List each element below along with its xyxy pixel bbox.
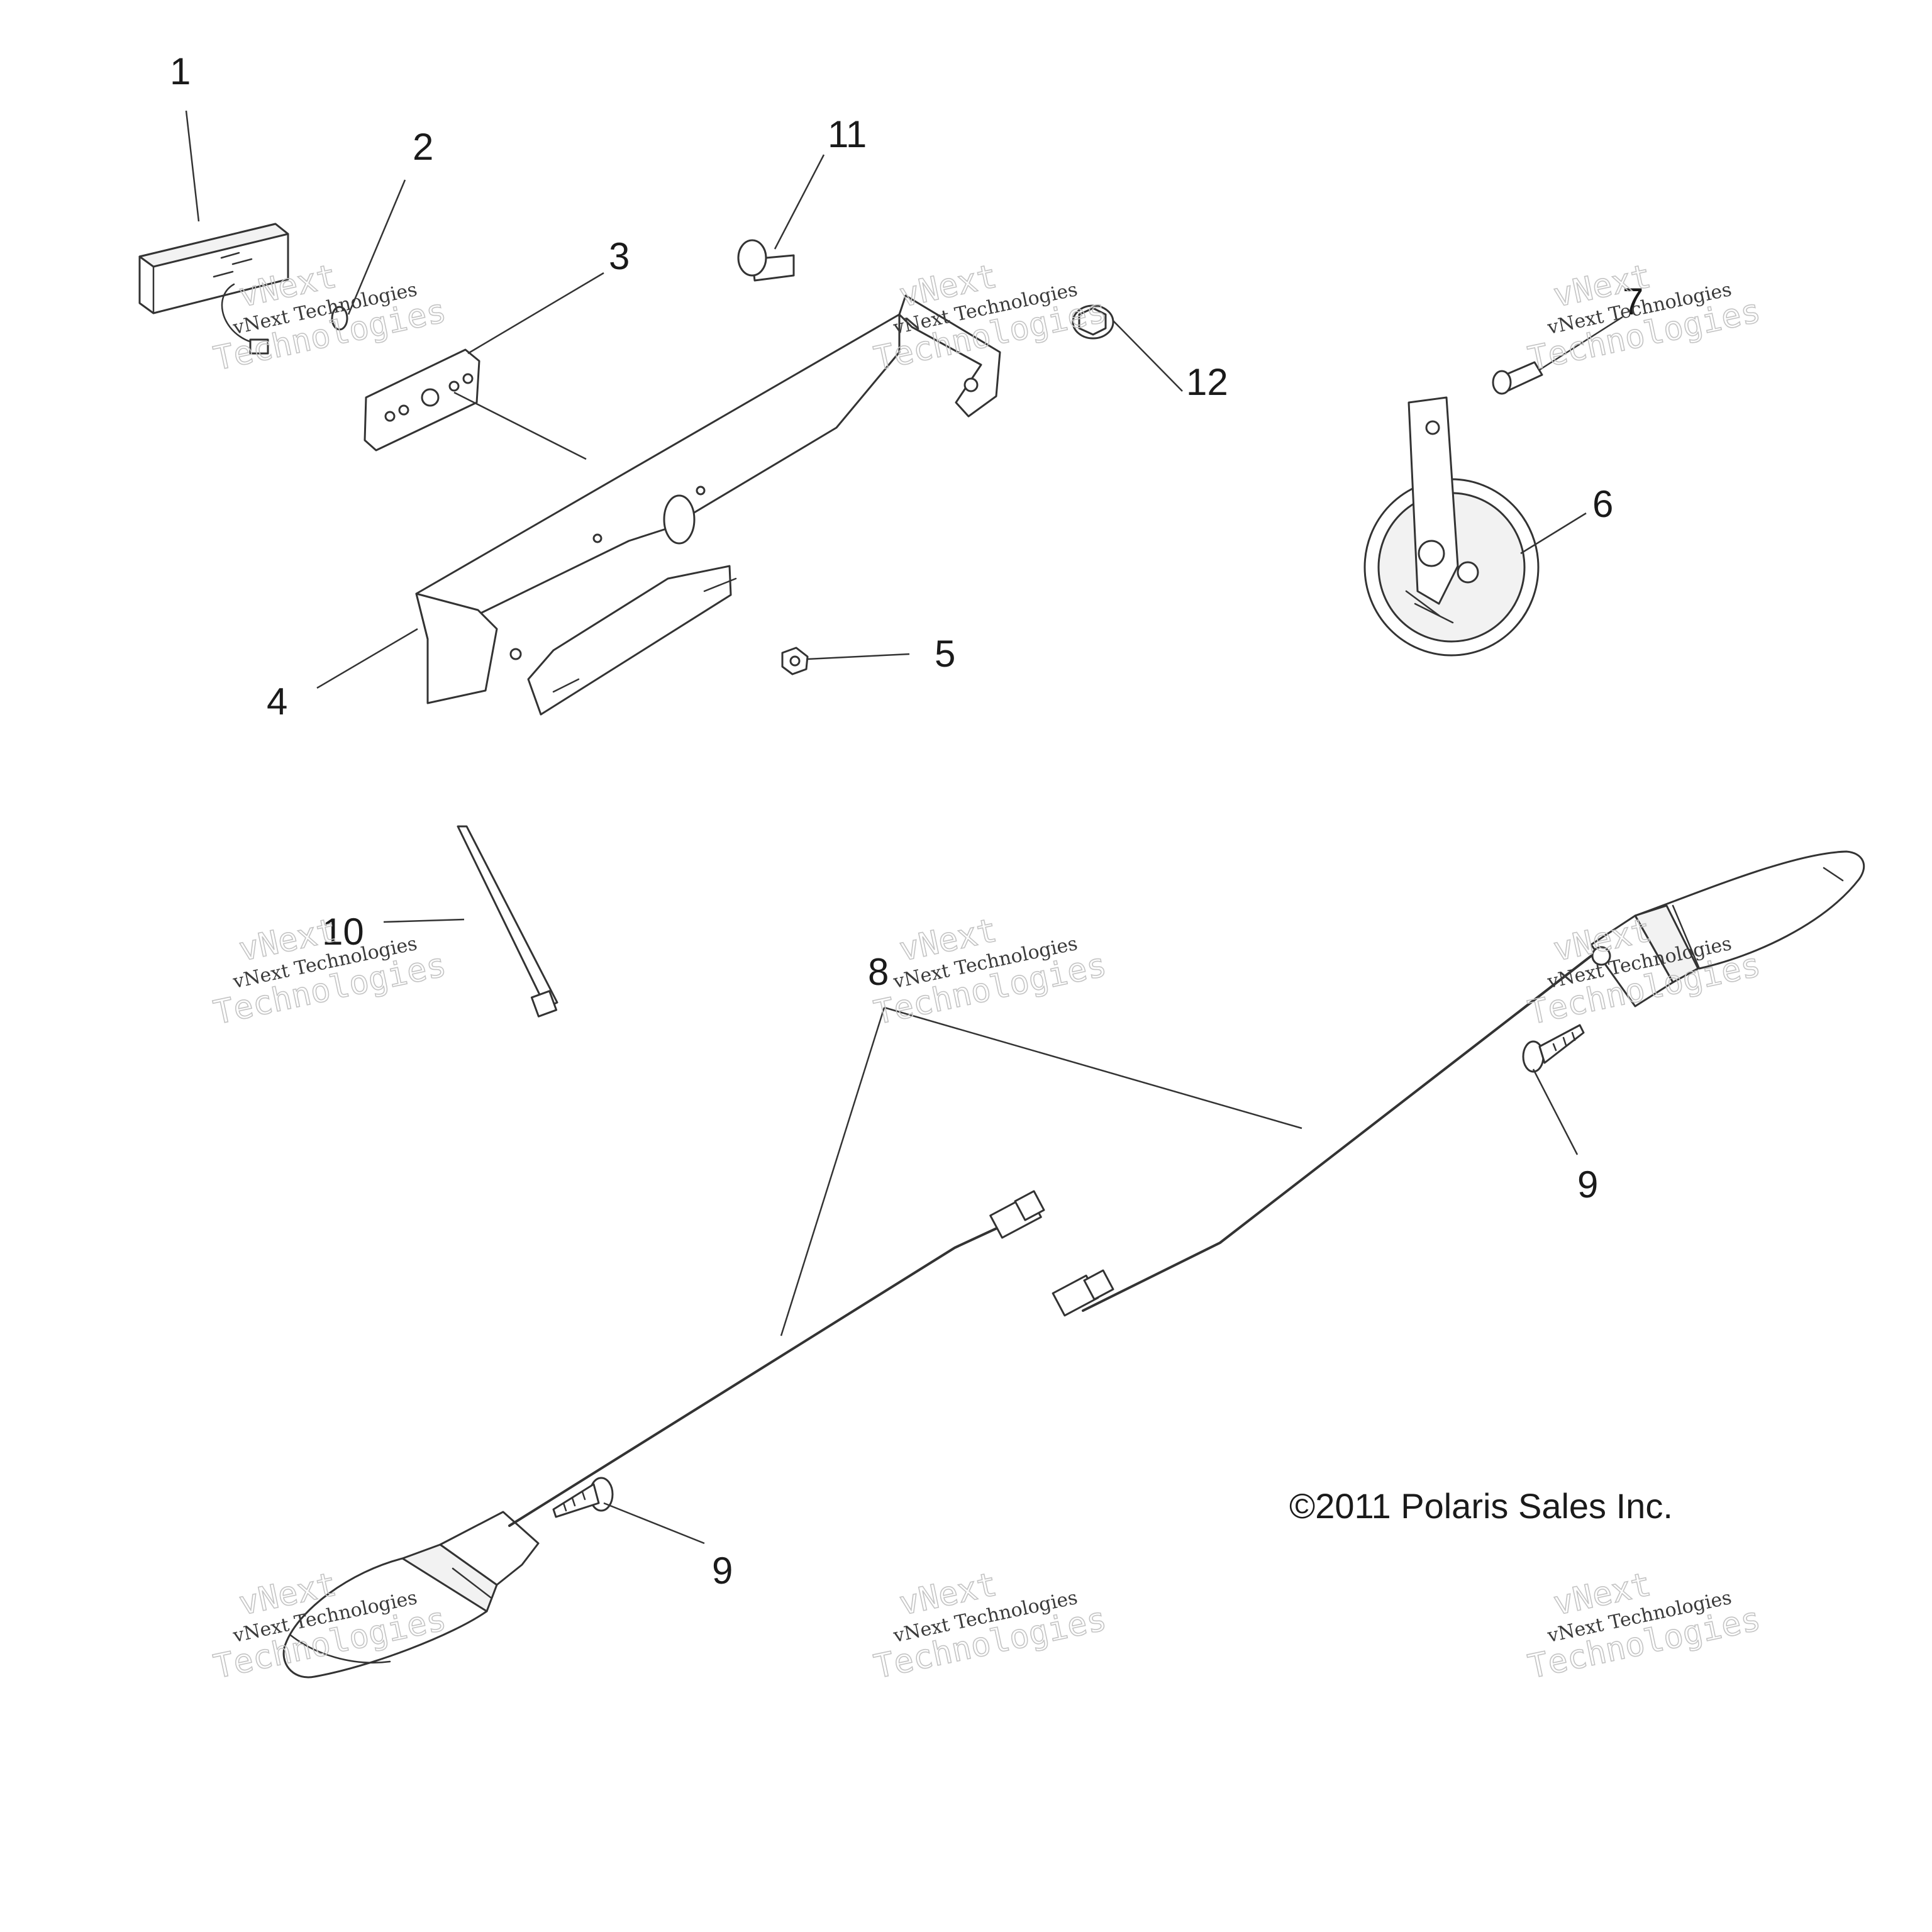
callout-3: 3 xyxy=(609,235,630,277)
watermark-5: vNext vNext Technologies Technologies xyxy=(870,911,1111,1033)
callout-2: 2 xyxy=(413,126,433,168)
bolt-part xyxy=(737,239,795,282)
callout-6: 6 xyxy=(1592,483,1613,525)
tail-lamp-part xyxy=(138,223,289,355)
horn-screw-part xyxy=(1492,361,1543,395)
callout-1: 1 xyxy=(170,50,191,92)
turn-signal-right-part xyxy=(1590,850,1865,1008)
watermark-3: vNext vNext Technologies Technologies xyxy=(1524,257,1765,379)
callout-12: 12 xyxy=(1186,361,1228,403)
callout-11: 11 xyxy=(828,113,867,155)
watermark-8: vNext vNext Technologies Technologies xyxy=(870,1565,1111,1687)
leader-lines xyxy=(185,110,1623,1545)
horn-part xyxy=(1363,396,1540,657)
callout-4: 4 xyxy=(267,680,287,723)
flange-nut-part xyxy=(1072,304,1114,340)
cable-tie-part xyxy=(457,825,558,1018)
screw-right-part xyxy=(1522,1024,1585,1073)
nut-part xyxy=(781,647,809,675)
signal-wires xyxy=(508,955,1592,1527)
bracket-part xyxy=(415,294,1001,716)
callout-9-right: 9 xyxy=(1577,1163,1598,1206)
callout-9-left: 9 xyxy=(712,1550,733,1592)
screw-left-part xyxy=(552,1477,614,1518)
callout-10: 10 xyxy=(322,911,364,953)
grommet-part xyxy=(331,306,348,331)
copyright-text: ©2011 Polaris Sales Inc. xyxy=(1289,1486,1673,1526)
callout-8: 8 xyxy=(868,951,889,993)
turn-signal-left-part xyxy=(282,1511,540,1679)
mounting-plate-part xyxy=(364,348,480,452)
callout-7: 7 xyxy=(1623,280,1643,323)
watermark-9: vNext vNext Technologies Technologies xyxy=(1524,1565,1765,1687)
callout-5: 5 xyxy=(935,633,955,675)
